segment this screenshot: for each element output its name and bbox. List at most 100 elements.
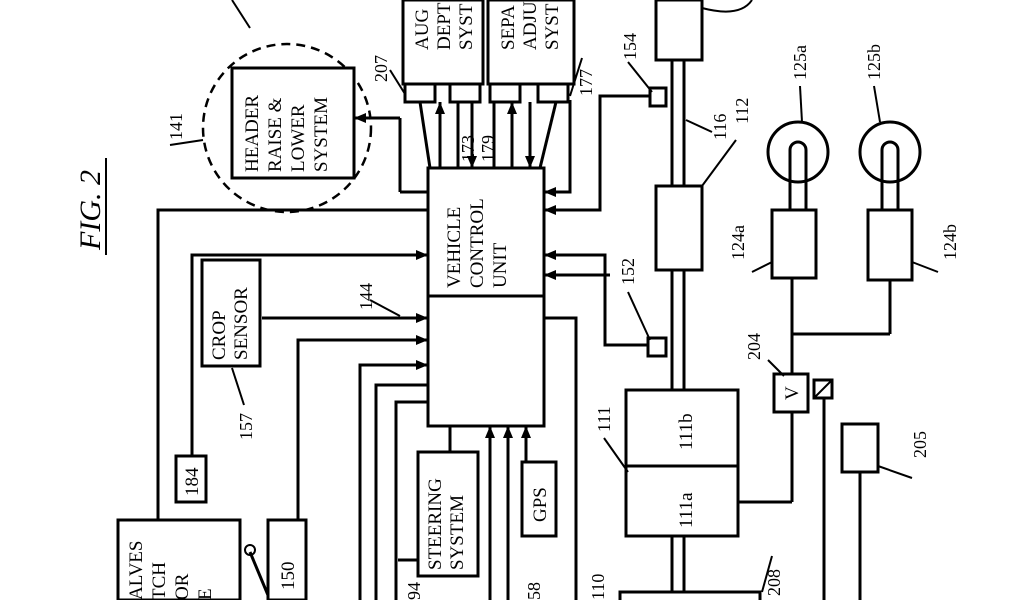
valve-v-label: V	[782, 386, 803, 400]
svg-text:TCH: TCH	[149, 562, 170, 600]
gearbox-111a-label: 111a	[676, 492, 697, 528]
vcu-left-input-lines	[156, 208, 428, 600]
motor-125a	[766, 120, 830, 184]
separator-subbox-right	[536, 82, 570, 104]
ref-207: 207	[371, 55, 391, 82]
box-184	[174, 454, 208, 504]
svg-text:STEERING: STEERING	[425, 478, 446, 570]
sensor-152	[646, 336, 668, 358]
vcu-bottom-lines	[485, 426, 531, 600]
leader-112	[701, 139, 737, 187]
ref-144: 144	[356, 283, 376, 310]
pump-124b	[866, 208, 914, 282]
ref-58: 58	[524, 582, 544, 600]
vehicle-control-unit-label: VEHICLE CONTROL UNIT	[444, 198, 511, 288]
box-150	[266, 518, 308, 600]
leader-154	[627, 61, 653, 93]
svg-text:DEPT: DEPT	[434, 2, 455, 50]
svg-text:SENSOR: SENSOR	[231, 287, 252, 360]
ref-173: 173	[458, 135, 478, 162]
leader-124a	[751, 261, 773, 273]
separator-system-label: SEPA ADJU SYST	[498, 1, 563, 50]
separator-system-block	[486, 0, 576, 86]
separator-subbox-left	[488, 82, 522, 104]
ref-208: 208	[764, 569, 784, 596]
leader-157	[231, 367, 245, 406]
crop-sensor-label: CROP SENSOR	[209, 287, 252, 360]
svg-text:SYST: SYST	[456, 3, 477, 50]
valves-block-label: ALVES TCH OR E	[126, 541, 216, 600]
vehicle-control-unit-block	[426, 166, 546, 298]
auger-subbox-left	[403, 82, 437, 104]
ref-157: 157	[236, 413, 256, 440]
svg-text:VEHICLE: VEHICLE	[444, 207, 465, 288]
crop-sensor-block	[200, 258, 262, 368]
svg-text:CONTROL: CONTROL	[467, 198, 488, 288]
leader-144	[369, 299, 401, 317]
svg-text:HEADER: HEADER	[242, 95, 263, 172]
gps-label: GPS	[530, 487, 551, 522]
vcu-right-lines	[544, 94, 655, 600]
header-system-block	[230, 66, 356, 180]
svg-text:SYSTEM: SYSTEM	[447, 495, 468, 570]
shaft-coupler-block	[654, 184, 704, 272]
hydraulic-lines	[790, 278, 892, 374]
gps-block	[520, 460, 558, 538]
svg-text:SYSTEM: SYSTEM	[311, 97, 332, 172]
leader-top-left	[231, 0, 251, 29]
leader-152	[627, 291, 651, 341]
leader-208	[761, 555, 773, 593]
auger-system-label: AUG DEPT SYST	[412, 2, 477, 50]
svg-text:SYST: SYST	[542, 3, 563, 50]
svg-text:RAISE &: RAISE &	[265, 97, 286, 172]
leader-116	[685, 119, 713, 133]
leader-124b	[911, 261, 939, 273]
ref-111: 111	[594, 406, 614, 432]
ref-110: 110	[588, 574, 608, 600]
steering-system-block	[416, 450, 480, 578]
ref-177: 177	[576, 69, 596, 96]
gearbox-111	[624, 388, 740, 538]
auger-system-block	[401, 0, 485, 86]
ref-125a: 125a	[790, 45, 810, 80]
ref-154: 154	[620, 33, 640, 60]
leader-207	[389, 69, 406, 95]
valves-block	[116, 518, 242, 600]
arrow-header	[354, 113, 366, 123]
vehicle-control-unit-lower	[426, 294, 546, 428]
ref-179: 179	[478, 135, 498, 162]
ref-112: 112	[732, 98, 752, 124]
box-150-label: 150	[278, 562, 299, 591]
ref-124a: 124a	[728, 225, 748, 260]
ref-124b: 124b	[940, 224, 960, 260]
motor-125b	[858, 120, 922, 184]
sensor-154	[648, 86, 668, 108]
svg-text:ADJU: ADJU	[520, 1, 541, 50]
ref-204: 204	[744, 333, 764, 360]
svg-text:ALVES: ALVES	[126, 541, 147, 600]
leader-205	[877, 465, 913, 479]
leader-177	[569, 57, 583, 97]
header-system-dashed-boundary	[201, 42, 373, 214]
valve-actuator-diagonal	[813, 379, 833, 399]
subsystem-connection-lines	[418, 101, 558, 169]
engine-block	[618, 590, 762, 600]
shaft-top-block	[654, 0, 704, 62]
steering-system-label: STEERING SYSTEM	[425, 478, 468, 570]
motor-125b-shaft-cap	[880, 140, 900, 151]
svg-text:UNIT: UNIT	[490, 242, 511, 288]
ref-116: 116	[710, 114, 730, 140]
svg-text:SEPA: SEPA	[498, 5, 519, 50]
header-system-label: HEADER RAISE & LOWER SYSTEM	[242, 95, 332, 172]
ref-141: 141	[166, 113, 186, 140]
ref-94: 94	[404, 582, 424, 600]
svg-text:LOWER: LOWER	[288, 104, 309, 172]
leader-141	[169, 139, 204, 146]
leader-top-right	[701, 0, 753, 13]
ref-125b: 125b	[864, 44, 884, 80]
gearbox-111b-label: 111b	[676, 413, 697, 450]
ref-205: 205	[910, 431, 930, 458]
svg-text:E: E	[195, 588, 216, 600]
ref-152: 152	[618, 258, 638, 285]
